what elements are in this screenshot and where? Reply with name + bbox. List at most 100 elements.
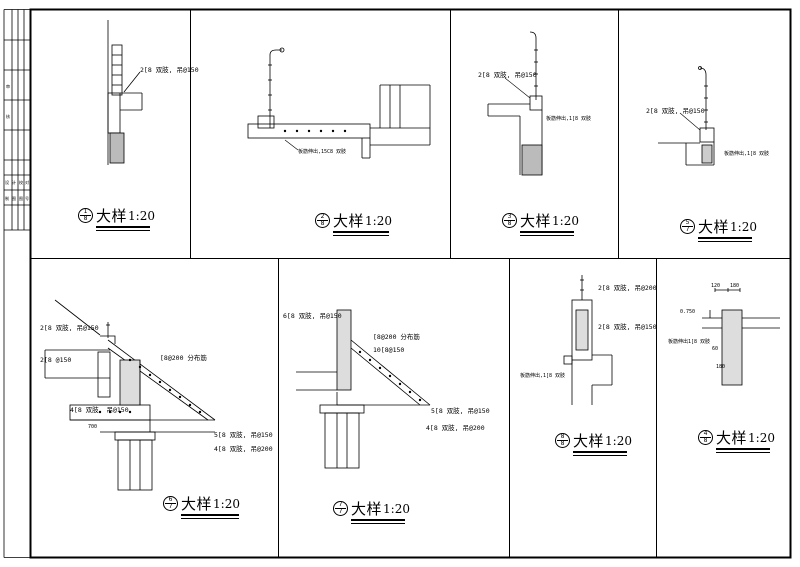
detail-7-drawing (563, 275, 613, 405)
panel-grid (30, 9, 790, 558)
detail-3-note: 2[8 双肢, 吊@150 (478, 70, 537, 79)
detail-2-title: 大样 (333, 212, 365, 230)
tb-label: 审 (6, 83, 10, 89)
detail-2-rebar (283, 129, 347, 133)
detail-1-drawing (107, 20, 143, 165)
detail-5-note: 4[8 双肢, 吊@150 (70, 405, 129, 414)
detail-6-rebar (358, 350, 422, 402)
detail-8-note: 180 (730, 283, 739, 289)
title-block (3, 9, 30, 558)
detail-4-note: 2[8 双肢, 吊@150 (646, 106, 705, 115)
tb-label: 制 (5, 195, 9, 201)
detail-7-note: 2[8 双肢, 吊@200 (598, 283, 657, 292)
detail-4-underline (698, 241, 752, 242)
detail-4-underline (698, 237, 752, 239)
detail-5-title: 大样 (181, 495, 213, 513)
detail-5-note: [8@200 分布筋 (160, 353, 207, 362)
detail-2-underline (333, 231, 389, 233)
detail-5-note: 4[8 双肢, 吊@200 (214, 444, 273, 453)
detail-8-underline (716, 452, 770, 453)
detail-1-underline (96, 226, 150, 228)
detail-3-scale: 1:20 (552, 213, 579, 228)
detail-8-underline (716, 448, 770, 450)
detail-5-drawing (44, 299, 216, 491)
detail-4-drawing (658, 66, 715, 166)
detail-5-note: 5[8 双肢, 吊@150 (214, 430, 273, 439)
detail-6-underline (351, 519, 405, 521)
detail-1-title: 大样 (96, 207, 128, 225)
detail-2-scale: 1:20 (365, 213, 392, 228)
detail-4-scale: 1:20 (730, 219, 757, 234)
detail-8-note: 60 (712, 346, 718, 352)
tb-label: 对 (25, 179, 29, 185)
detail-8-title: 大样 (716, 429, 748, 447)
detail-5-scale: 1:20 (213, 496, 240, 511)
detail-6-note: 4[8 双肢, 吊@200 (426, 423, 485, 432)
detail-7-note: 板筋伸出,1[8 双肢 (520, 372, 565, 379)
detail-5-rebar (98, 358, 202, 414)
tb-label: 校 (19, 179, 23, 185)
detail-7-note: 2[8 双肢, 吊@150 (598, 322, 657, 331)
detail-3-drawing (487, 31, 543, 176)
tb-label: 设 (5, 179, 9, 185)
detail-3-underline (520, 231, 574, 233)
detail-3-note: 板筋伸出,1[8 双肢 (546, 115, 591, 122)
detail-5-underline (181, 518, 239, 519)
detail-6-note: 6[8 双肢, 吊@150 (283, 311, 342, 320)
detail-5-note: 700 (88, 424, 97, 430)
detail-6-drawing (296, 309, 431, 469)
detail-8-note: 0.750 (680, 309, 695, 315)
tb-label: 核 (6, 113, 10, 119)
detail-1-note: 2[8 双肢, 吊@150 (140, 65, 199, 74)
detail-8-drawing (702, 288, 780, 386)
detail-5-note: 2[8 双肢, 吊@150 (40, 323, 99, 332)
detail-7-underline (573, 451, 627, 453)
detail-4-title: 大样 (698, 218, 730, 236)
detail-6-note: 5[8 双肢, 吊@150 (431, 406, 490, 415)
leader (504, 77, 531, 99)
tb-label: 计 (12, 179, 16, 185)
tb-label: 图 (19, 195, 23, 201)
detail-5-note: 2[8 @150 (40, 356, 71, 364)
detail-6-underline (351, 523, 405, 524)
detail-6-note: [8@200 分布筋 (373, 332, 420, 341)
detail-8-note: 180 (716, 364, 725, 370)
detail-6-scale: 1:20 (383, 501, 410, 516)
detail-6-title: 大样 (351, 500, 383, 518)
leader (284, 139, 299, 151)
detail-1-scale: 1:20 (128, 208, 155, 223)
sheet-border (29, 8, 792, 559)
detail-7-underline (573, 455, 627, 456)
detail-7-title: 大样 (573, 432, 605, 450)
detail-2-note: 板筋伸出,15C8 双肢 (298, 148, 346, 155)
detail-3-underline (520, 235, 574, 236)
detail-5-underline (181, 514, 239, 516)
detail-6-note: 10[8@150 (373, 346, 404, 354)
tb-label: 号 (25, 195, 29, 201)
detail-4-note: 板筋伸出,1[8 双肢 (724, 150, 769, 157)
detail-2-underline (333, 235, 389, 236)
tb-label: 图 (12, 195, 16, 201)
title-block-labels: 审 核 设 计 校 对 制 图 图 号 (5, 83, 29, 201)
detail-1-underline (96, 230, 150, 231)
leader (679, 112, 701, 131)
detail-8-note: 板筋伸出1[8 双肢 (668, 338, 710, 345)
detail-7-scale: 1:20 (605, 433, 632, 448)
detail-8-note: 120 (711, 283, 720, 289)
